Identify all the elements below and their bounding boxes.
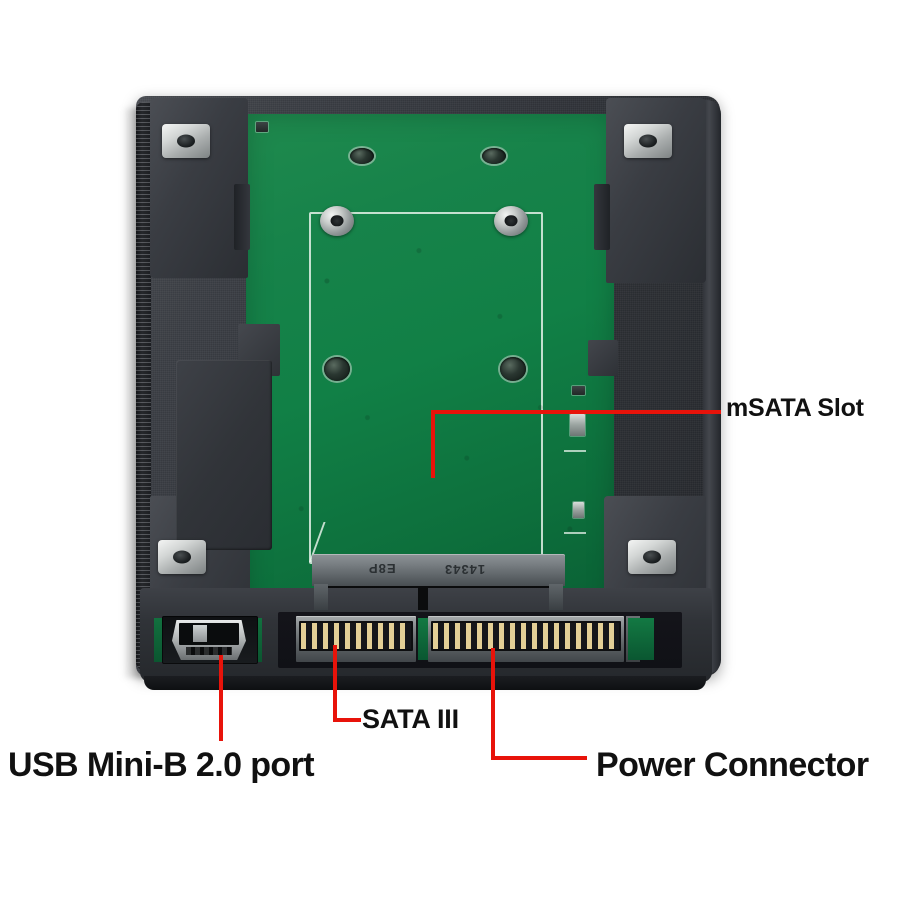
- msata-key-gap: [418, 586, 428, 610]
- msata-marking-right: 14343: [444, 562, 486, 577]
- standoff-screw: [320, 206, 354, 236]
- chassis-tab-right: [588, 340, 618, 376]
- usb-mini-b-port: [162, 616, 258, 664]
- msata-marking-left: E8P: [368, 561, 396, 576]
- chassis-right-edge: [703, 100, 721, 674]
- callout-label-sata-iii: SATA III: [362, 704, 459, 734]
- silkscreen-tick: [564, 450, 586, 452]
- silkscreen-outline: [309, 212, 543, 564]
- callout-label-msata-slot: mSATA Slot: [726, 394, 864, 422]
- sata-right-pcb: [628, 618, 654, 660]
- chassis-bottom-lip: [144, 676, 706, 690]
- msata-latch-left: [314, 584, 328, 610]
- usb-cavity: [179, 623, 239, 645]
- leader-line-msata-horizontal: [431, 410, 721, 414]
- silkscreen-tick: [564, 532, 586, 534]
- product-photo: E8P 14343: [122, 88, 752, 690]
- pcb-mounting-hole: [482, 148, 506, 164]
- smd-component: [573, 502, 584, 518]
- screw-insert-top-right: [624, 124, 672, 158]
- sata-data-pins: [301, 623, 411, 649]
- leader-line-usb-vertical: [219, 655, 223, 741]
- pcb-mounting-hole: [324, 357, 350, 381]
- pcb-mounting-hole: [350, 148, 374, 164]
- chassis-left-ribbed-edge: [136, 102, 151, 670]
- standoff-screw: [494, 206, 528, 236]
- sata-power-connector: [428, 616, 624, 662]
- screw-insert-top-left: [162, 124, 210, 158]
- smd-component: [572, 386, 585, 395]
- usb-contacts: [186, 647, 232, 655]
- chassis-recessed-panel: [176, 360, 272, 550]
- callout-label-usb-mini-b: USB Mini-B 2.0 port: [8, 746, 315, 784]
- leader-line-msata-vertical: [431, 410, 435, 478]
- leader-line-power-vertical: [491, 648, 495, 760]
- leader-line-sata3-vertical: [333, 645, 337, 722]
- callout-label-power-connector: Power Connector: [596, 746, 869, 784]
- smd-component: [256, 122, 268, 132]
- pcb-mounting-hole: [500, 357, 526, 381]
- sata-data-connector: [296, 616, 416, 662]
- smd-component: [570, 414, 585, 436]
- leader-line-sata3-horizontal: [333, 718, 361, 722]
- leader-line-power-horizontal: [491, 756, 587, 760]
- chassis-rail-left: [234, 184, 250, 250]
- green-pcb: E8P 14343: [246, 114, 614, 620]
- chassis-rail-right: [594, 184, 610, 250]
- screw-insert-bottom-right: [628, 540, 676, 574]
- sata-gap-pcb: [418, 618, 430, 660]
- msata-latch-right: [549, 584, 563, 610]
- screw-insert-bottom-left: [158, 540, 206, 574]
- msata-connector-body: E8P 14343: [312, 554, 565, 586]
- sata-power-pins: [433, 623, 619, 649]
- usb-tongue: [193, 625, 207, 642]
